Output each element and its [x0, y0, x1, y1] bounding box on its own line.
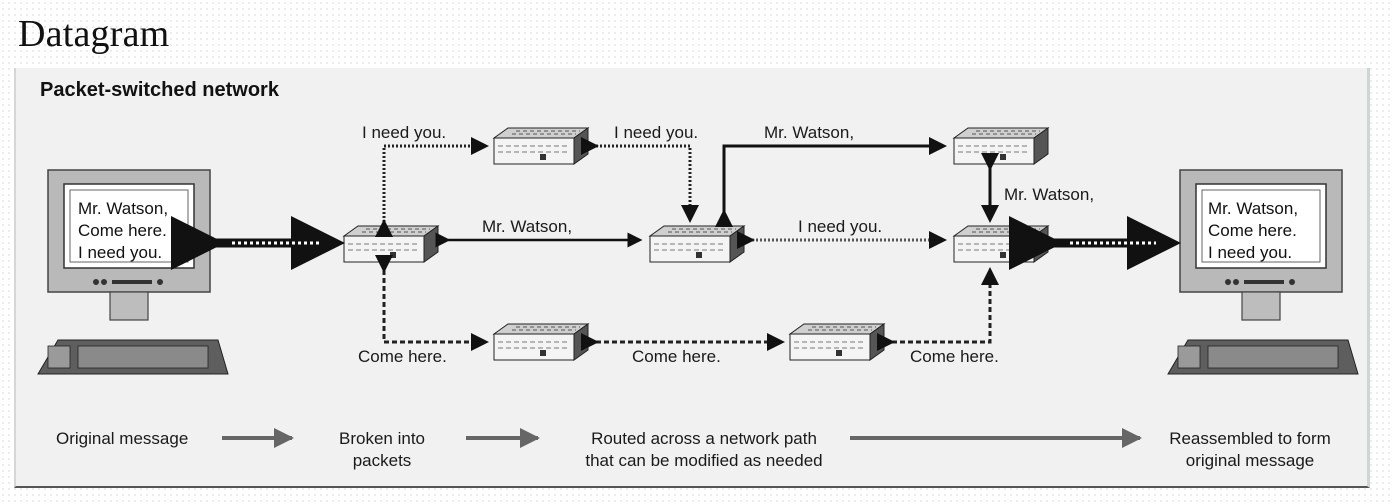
label-middle-right: I need you.: [798, 217, 882, 236]
arrow-entry-bottom-left: [375, 255, 489, 351]
arrow-center-top-right: [715, 137, 947, 227]
router-exit: [953, 225, 1049, 263]
diagram-heading: Packet-switched network: [40, 79, 280, 101]
right-screen-line-2: Come here.: [1208, 221, 1297, 240]
destination-computer: Mr. Watson, Come here. I need you.: [1167, 169, 1359, 375]
label-top-left: I need you.: [362, 123, 446, 142]
router-entry: [343, 225, 439, 263]
left-screen-line-2: Come here.: [78, 221, 167, 240]
label-bottom-middle: Come here.: [632, 347, 721, 366]
label-right-vertical: Mr. Watson,: [1004, 185, 1094, 204]
label-bottom-right: Come here.: [910, 347, 999, 366]
label-top-right: Mr. Watson,: [764, 123, 854, 142]
router-center: [649, 225, 745, 263]
router-top-left: [493, 127, 589, 165]
left-screen-line-3: I need you.: [78, 243, 162, 262]
label-bottom-left: Come here.: [358, 347, 447, 366]
source-computer: Mr. Watson, Come here. I need you.: [37, 169, 229, 375]
step-original-message: Original message: [56, 429, 188, 448]
router-top-right: [953, 127, 1049, 165]
label-top-middle: I need you.: [614, 123, 698, 142]
arrow-bottom-right-exit: [877, 267, 999, 351]
arrow-entry-top-left: [375, 137, 489, 237]
router-bottom-right: [789, 323, 885, 361]
router-bottom-left: [493, 323, 589, 361]
page-title: Datagram: [18, 13, 170, 55]
label-middle-left: Mr. Watson,: [482, 217, 572, 236]
right-screen-line-3: I need you.: [1208, 243, 1292, 262]
right-screen-line-1: Mr. Watson,: [1208, 199, 1298, 218]
arrow-top-left-center: [581, 137, 699, 223]
left-screen-line-1: Mr. Watson,: [78, 199, 168, 218]
